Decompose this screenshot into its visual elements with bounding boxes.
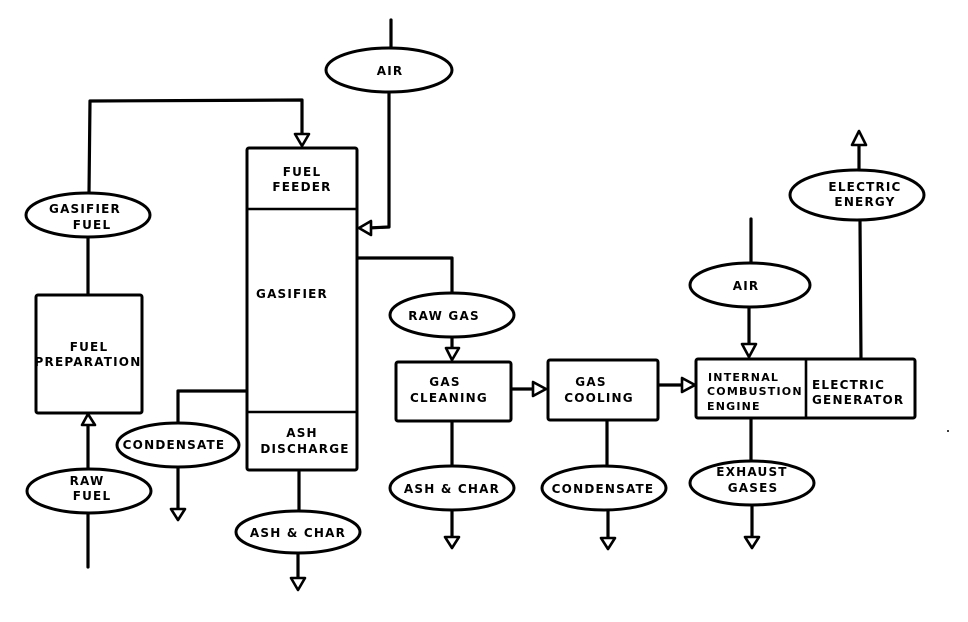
node-raw-fuel: RAW FUEL [25, 467, 153, 515]
node-label: EXHAUST [716, 465, 787, 479]
node-label: PREPARATION [35, 355, 142, 369]
arrow-down-icon [169, 507, 187, 522]
node-label: ASH [286, 426, 318, 440]
node-label: GAS [429, 375, 460, 389]
node-gasifier: GASIFIER [256, 287, 328, 301]
edge-generator-to-electric-energy [858, 219, 863, 361]
node-label: ELECTRIC [812, 378, 885, 392]
node-electric-generator: ELECTRIC GENERATOR [812, 378, 904, 407]
node-ash-discharge: ASH DISCHARGE [260, 426, 349, 456]
node-label: FUEL [73, 489, 112, 503]
node-label: RAW GAS [408, 309, 480, 323]
edge-gasifier-to-condensate [176, 389, 249, 424]
node-label: GASES [728, 481, 779, 495]
node-label: COMBUSTION [707, 385, 803, 398]
node-label: GAS [575, 375, 606, 389]
node-ic-engine: INTERNAL COMBUSTION ENGINE [707, 371, 803, 413]
node-fuel-preparation: FUEL PREPARATION [34, 293, 144, 415]
node-label: FUEL [73, 218, 112, 232]
arrow-down-icon [740, 342, 758, 359]
node-label: INTERNAL [708, 371, 779, 384]
node-raw-gas: RAW GAS [388, 291, 516, 339]
node-label: FUEL [283, 165, 322, 179]
node-label: GASIFIER [256, 287, 328, 301]
scan-speck [947, 430, 949, 432]
node-ash-char-mid: ASH & CHAR [388, 464, 516, 512]
arrow-up-icon [80, 412, 97, 427]
node-label: AIR [733, 279, 760, 293]
node-label: FUEL [70, 340, 109, 354]
node-label: GASIFIER [49, 202, 121, 216]
node-label: ENGINE [707, 400, 761, 413]
node-label: ENERGY [834, 195, 895, 209]
connectors [86, 18, 863, 580]
node-air-right: AIR [688, 261, 812, 309]
node-engine-generator-block [694, 357, 917, 420]
node-label: CONDENSATE [552, 482, 655, 496]
arrow-up-icon [850, 129, 868, 147]
arrow-down-icon [743, 535, 761, 550]
node-label: GENERATOR [812, 393, 904, 407]
arrow-down-icon [444, 346, 461, 362]
edge-gasifier-to-raw-gas [355, 256, 454, 294]
node-air-top: AIR [324, 46, 454, 94]
arrow-down-icon [289, 576, 307, 592]
node-label: FEEDER [272, 180, 331, 194]
node-gasifier-column [245, 146, 359, 472]
node-electric-energy: ELECTRIC ENERGY [788, 168, 926, 222]
arrow-right-icon [680, 376, 697, 394]
arrow-down-icon [293, 132, 311, 148]
node-condensate-mid: CONDENSATE [540, 464, 668, 512]
node-fuel-feeder: FUEL FEEDER [272, 165, 331, 194]
edge-gasifier-fuel-to-fuel-feeder [87, 98, 304, 195]
node-label: AIR [377, 64, 404, 78]
edge-air-top-to-gasifier [366, 90, 391, 230]
node-condensate-left: CONDENSATE [115, 421, 241, 469]
node-label: ASH & CHAR [404, 482, 500, 496]
node-label: DISCHARGE [260, 442, 349, 456]
node-gas-cooling: GAS COOLING [546, 358, 660, 422]
node-label: COOLING [564, 391, 634, 405]
arrow-down-icon [599, 536, 617, 551]
arrow-right-icon [531, 380, 548, 398]
node-label: CLEANING [410, 391, 488, 405]
arrow-left-icon [357, 219, 373, 237]
node-gas-cleaning: GAS CLEANING [394, 360, 513, 423]
node-ash-char-left: ASH & CHAR [234, 509, 362, 555]
node-label: ASH & CHAR [250, 526, 346, 540]
node-label: RAW [70, 474, 105, 488]
node-gasifier-fuel: GASIFIER FUEL [24, 191, 152, 239]
node-exhaust-gases: EXHAUST GASES [688, 459, 816, 507]
node-label: CONDENSATE [123, 438, 226, 452]
arrow-down-icon [443, 535, 461, 550]
node-label: ELECTRIC [828, 180, 901, 194]
arrowheads [80, 129, 868, 592]
